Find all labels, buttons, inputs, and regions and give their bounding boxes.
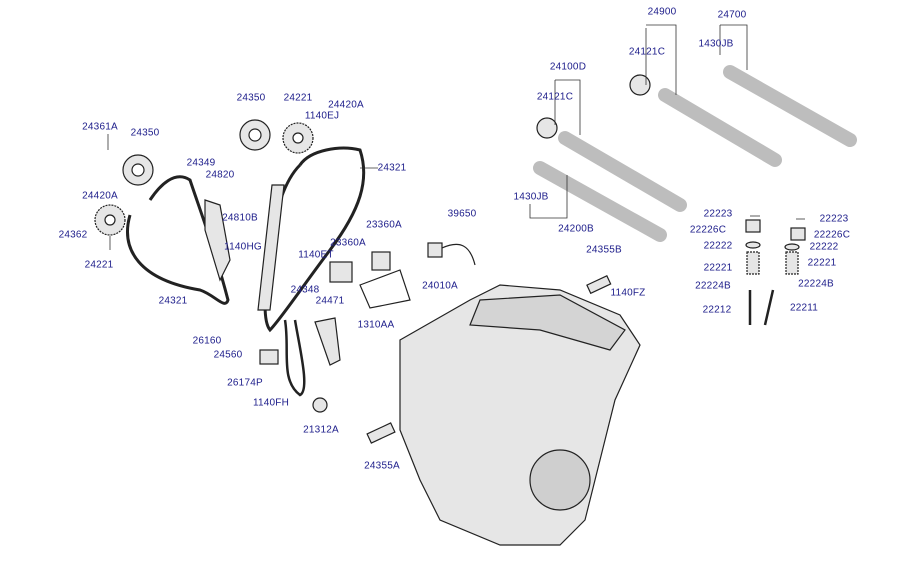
valve-spring-left	[746, 251, 760, 275]
oil-control-valve-24355A	[366, 422, 396, 444]
chain-guide-24820	[204, 199, 231, 282]
part-number-label[interactable]: 23360A	[330, 237, 366, 249]
part-number-label[interactable]: 24349	[186, 157, 216, 169]
cylinder-head	[469, 294, 626, 351]
tensioner-24471	[314, 317, 341, 366]
part-number-label[interactable]: 1430JB	[513, 191, 549, 203]
part-number-label[interactable]: 24221	[283, 92, 313, 104]
part-number-label[interactable]: 1140FZ	[610, 287, 646, 299]
part-number-label[interactable]: 24420A	[82, 190, 118, 202]
tensioner-23360A	[329, 261, 353, 283]
part-number-label[interactable]: 22226C	[813, 229, 851, 241]
part-number-label[interactable]: 24820	[205, 169, 235, 181]
part-number-label[interactable]: 24121C	[536, 91, 574, 103]
part-number-label[interactable]: 22221	[807, 257, 837, 269]
part-number-label[interactable]: 24350	[130, 127, 160, 139]
part-number-label[interactable]: 24221	[84, 259, 114, 271]
part-number-label[interactable]: 22222	[809, 241, 839, 253]
part-number-label[interactable]: 24355B	[586, 244, 622, 256]
part-number-label[interactable]: 22224B	[695, 280, 731, 292]
part-number-label[interactable]: 1140FH	[252, 397, 290, 409]
crank-sprocket	[312, 397, 328, 413]
part-number-label[interactable]: 22226C	[689, 224, 727, 236]
camshaft-24200B	[533, 161, 667, 242]
valve-tappet-left	[745, 219, 761, 233]
sensor-39650	[427, 242, 443, 258]
cam-sprocket-24121C-a	[629, 74, 651, 96]
part-number-label[interactable]: 1140HG	[224, 241, 262, 253]
part-number-label[interactable]: 23360A	[366, 219, 402, 231]
part-number-label[interactable]: 24900	[647, 6, 677, 18]
part-number-label[interactable]: 24560	[213, 349, 243, 361]
part-number-label[interactable]: 1430JB	[698, 38, 734, 50]
exhaust-valve	[763, 289, 775, 326]
chain-guide-24810B	[257, 184, 285, 311]
part-number-label[interactable]: 24121C	[628, 46, 666, 58]
part-number-label[interactable]: 22221	[703, 262, 733, 274]
part-number-label[interactable]: 24010A	[422, 280, 458, 292]
part-number-label[interactable]: 24810B	[222, 212, 258, 224]
crank-bore	[529, 449, 591, 511]
part-number-label[interactable]: 22222	[703, 240, 733, 252]
part-number-label[interactable]: 24420A	[328, 99, 364, 111]
part-number-label[interactable]: 24200B	[558, 223, 594, 235]
timing-chain-lower	[283, 319, 306, 397]
part-number-label[interactable]: 21312A	[303, 424, 339, 436]
camshaft-24700	[723, 65, 857, 147]
oil-control-valve-24355B	[586, 275, 612, 295]
part-number-label[interactable]: 1140EJ	[304, 110, 340, 122]
leader-lines	[107, 24, 805, 250]
valve-spring-right	[785, 251, 799, 275]
part-number-label[interactable]: 22223	[703, 208, 733, 220]
part-number-label[interactable]: 24362	[58, 229, 88, 241]
part-number-label[interactable]: 24348	[290, 284, 320, 296]
part-number-label[interactable]: 39650	[447, 208, 477, 220]
valve-tappet-right	[790, 227, 806, 241]
part-number-label[interactable]: 24321	[158, 295, 188, 307]
gasket-24010A	[359, 269, 411, 309]
part-number-label[interactable]: 24350	[236, 92, 266, 104]
part-number-label[interactable]: 1310AA	[357, 319, 395, 331]
part-number-label[interactable]: 24355A	[364, 460, 400, 472]
part-number-label[interactable]: 26174P	[227, 377, 263, 389]
part-number-label[interactable]: 24321	[377, 162, 407, 174]
part-number-label[interactable]: 22212	[702, 304, 732, 316]
camshaft-24900	[658, 88, 782, 167]
part-number-label[interactable]: 24100D	[549, 61, 587, 73]
camshaft-24100D	[558, 131, 687, 212]
part-number-label[interactable]: 22211	[789, 302, 819, 314]
part-number-label[interactable]: 24471	[315, 295, 345, 307]
part-number-label[interactable]: 26160	[192, 335, 222, 347]
tensioner-24560	[259, 349, 279, 365]
part-number-label[interactable]: 1140ET	[298, 249, 334, 261]
part-number-label[interactable]: 24361A	[82, 121, 118, 133]
timing-chain-left	[126, 175, 230, 305]
part-number-label[interactable]: 22224B	[798, 278, 834, 290]
cam-sprocket-24121C-b	[536, 117, 558, 139]
part-number-label[interactable]: 24700	[717, 9, 747, 21]
part-number-label[interactable]: 22223	[819, 213, 849, 225]
